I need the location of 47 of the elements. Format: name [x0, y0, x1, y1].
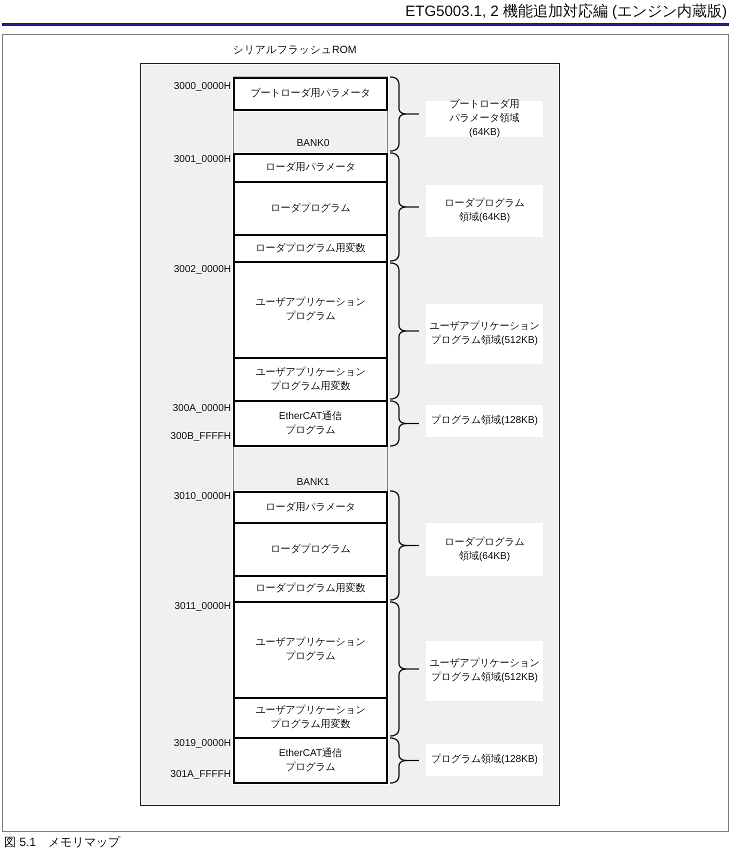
region-description: ローダプログラム領域(64KB) — [444, 536, 524, 564]
memory-region-block — [233, 737, 388, 784]
region-name: ブートローダ用パラメータ — [250, 87, 370, 101]
region-name: ローダプログラム用変数 — [256, 582, 366, 596]
memory-region-block — [233, 601, 388, 699]
region-name: EtherCAT通信プログラム — [278, 746, 344, 774]
region-description: ユーザアプリケーションプログラム領域(512KB) — [429, 320, 540, 348]
region-name: ローダ用パラメータ — [266, 500, 356, 514]
address-label: 301A_FFFFH — [170, 769, 231, 781]
memory-region-block — [233, 400, 388, 447]
region-description: ローダプログラム領域(64KB) — [444, 197, 524, 225]
region-name: ローダプログラム — [270, 202, 350, 216]
memory-region-block — [233, 522, 388, 577]
memory-region-block — [233, 491, 388, 524]
address-label: 300A_0000H — [172, 403, 231, 415]
region-name: ユーザアプリケーションプログラム用変数 — [254, 704, 366, 732]
address-label: 3019_0000H — [174, 738, 231, 750]
memory-region-block — [233, 181, 388, 236]
region-name: ローダプログラム — [270, 542, 350, 556]
bank-label: BANK0 — [296, 138, 330, 150]
memory-region-block — [233, 575, 388, 603]
memory-region-block — [233, 357, 388, 402]
memory-region-block — [233, 153, 388, 183]
region-name: ローダプログラム用変数 — [256, 242, 366, 256]
region-description: プログラム領域(128KB) — [431, 753, 538, 767]
address-label: 300B_FFFFH — [170, 431, 231, 443]
address-label: 3000_0000H — [174, 81, 231, 93]
memory-region-block — [233, 261, 388, 359]
figure-caption: 図 5.1 メモリマップ — [4, 835, 120, 849]
address-label: 3002_0000H — [174, 264, 231, 276]
region-description: ユーザアプリケーションプログラム領域(512KB) — [429, 657, 540, 685]
address-label: 3011_0000H — [174, 601, 231, 613]
bank-label: BANK1 — [296, 477, 330, 489]
memory-heading: シリアルフラッシュROM — [233, 43, 356, 57]
region-name: ローダ用パラメータ — [266, 161, 356, 175]
region-name: ユーザアプリケーションプログラム用変数 — [254, 366, 366, 394]
address-label: 3010_0000H — [174, 491, 231, 503]
memory-region-block — [233, 77, 388, 111]
region-name: ユーザアプリケーションプログラム — [254, 636, 366, 664]
memory-region-block — [233, 234, 388, 263]
address-label: 3001_0000H — [174, 154, 231, 166]
region-name: ユーザアプリケーションプログラム — [254, 296, 366, 324]
region-description: ブートローダ用パラメータ領域(64KB) — [448, 98, 520, 140]
region-description: プログラム領域(128KB) — [431, 414, 538, 428]
page-header: ETG5003.1, 2 機能追加対応編 (エンジン内蔵版) — [404, 3, 727, 21]
region-name: EtherCAT通信プログラム — [278, 410, 344, 438]
memory-region-block — [233, 697, 388, 739]
